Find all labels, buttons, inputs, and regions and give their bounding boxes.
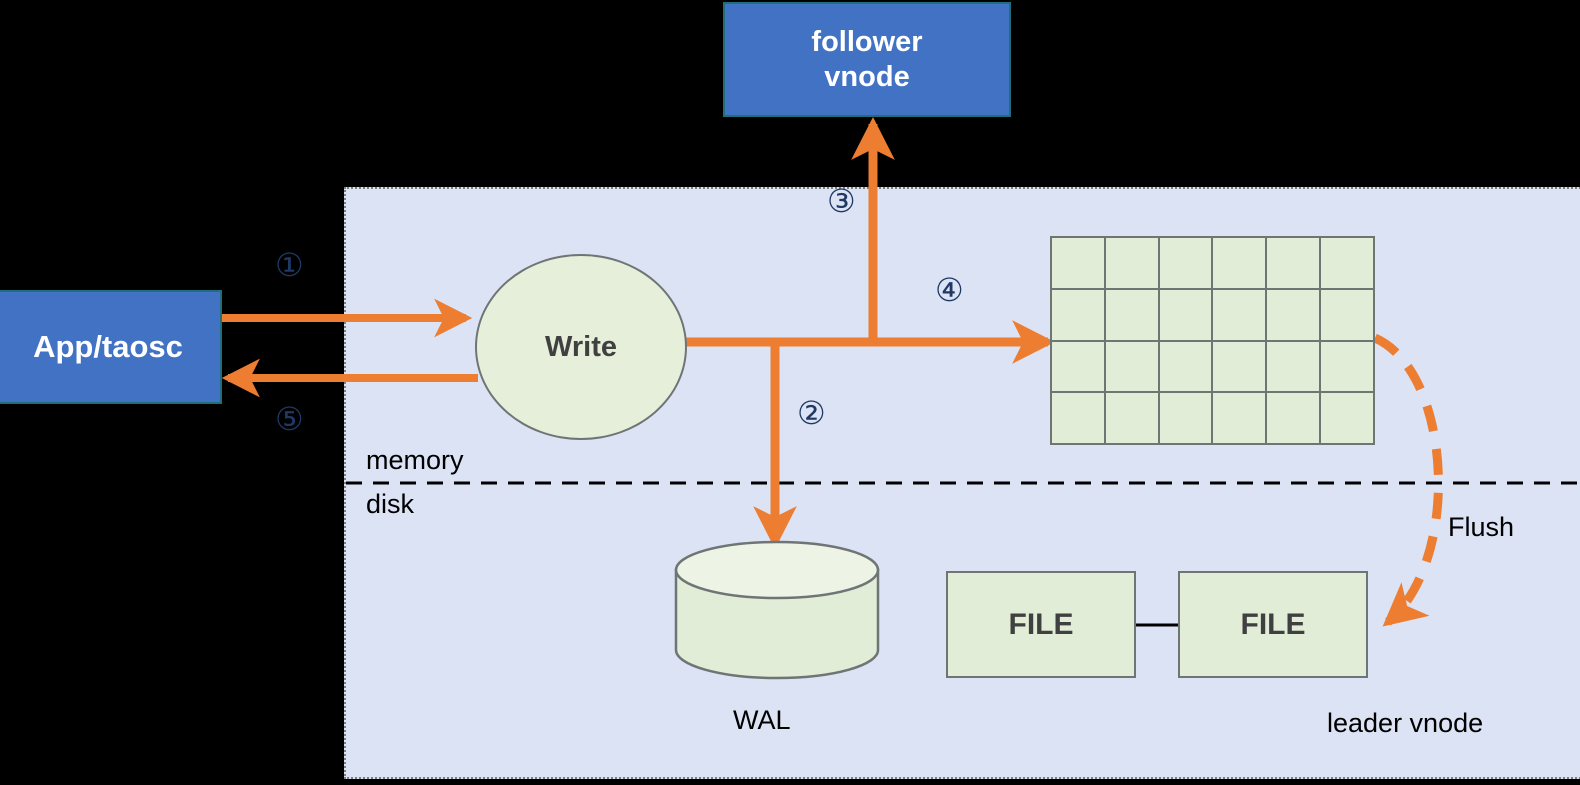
- grid-cell: [1052, 238, 1104, 288]
- file-node-2[interactable]: FILE: [1178, 571, 1368, 678]
- grid-cell: [1213, 393, 1266, 443]
- step-marker-1: ①: [275, 247, 304, 283]
- follower-vnode-node[interactable]: follower vnode: [723, 2, 1011, 117]
- follower-vnode-label-line1: follower: [811, 26, 923, 59]
- grid-cell: [1159, 341, 1212, 392]
- grid-cell: [1052, 341, 1104, 392]
- file-node-1[interactable]: FILE: [946, 571, 1136, 678]
- grid-cell: [1105, 341, 1158, 392]
- grid-cell: [1213, 341, 1266, 392]
- grid-cell: [1321, 341, 1373, 392]
- memory-table-grid: [1050, 236, 1375, 445]
- grid-cell: [1267, 393, 1320, 443]
- wal-cylinder: [674, 540, 880, 680]
- step-marker-4: ④: [935, 272, 964, 308]
- grid-cell: [1052, 393, 1104, 443]
- grid-cell: [1321, 289, 1373, 340]
- step-marker-3: ③: [827, 183, 856, 219]
- grid-cell: [1321, 238, 1373, 288]
- file-label-1: FILE: [1008, 607, 1074, 641]
- arrow-flush: [1373, 333, 1443, 627]
- app-taosc-node[interactable]: App/taosc: [0, 290, 222, 404]
- step-marker-2: ②: [797, 395, 826, 431]
- write-label: Write: [545, 330, 617, 363]
- grid-cell: [1052, 289, 1104, 340]
- grid-cell: [1105, 393, 1158, 443]
- grid-cell: [1105, 238, 1158, 288]
- grid-cell: [1159, 238, 1212, 288]
- grid-cell: [1105, 289, 1158, 340]
- grid-cell: [1267, 238, 1320, 288]
- step-marker-5: ⑤: [275, 401, 304, 437]
- write-node[interactable]: Write: [475, 254, 687, 440]
- grid-cell: [1321, 393, 1373, 443]
- grid-cell: [1159, 289, 1212, 340]
- grid-cell: [1213, 289, 1266, 340]
- follower-vnode-label-line2: vnode: [824, 60, 910, 93]
- app-taosc-label: App/taosc: [33, 328, 183, 364]
- grid-cell: [1267, 289, 1320, 340]
- grid-cell: [1267, 341, 1320, 392]
- file-label-2: FILE: [1240, 607, 1306, 641]
- grid-cell: [1159, 393, 1212, 443]
- grid-cell: [1213, 238, 1266, 288]
